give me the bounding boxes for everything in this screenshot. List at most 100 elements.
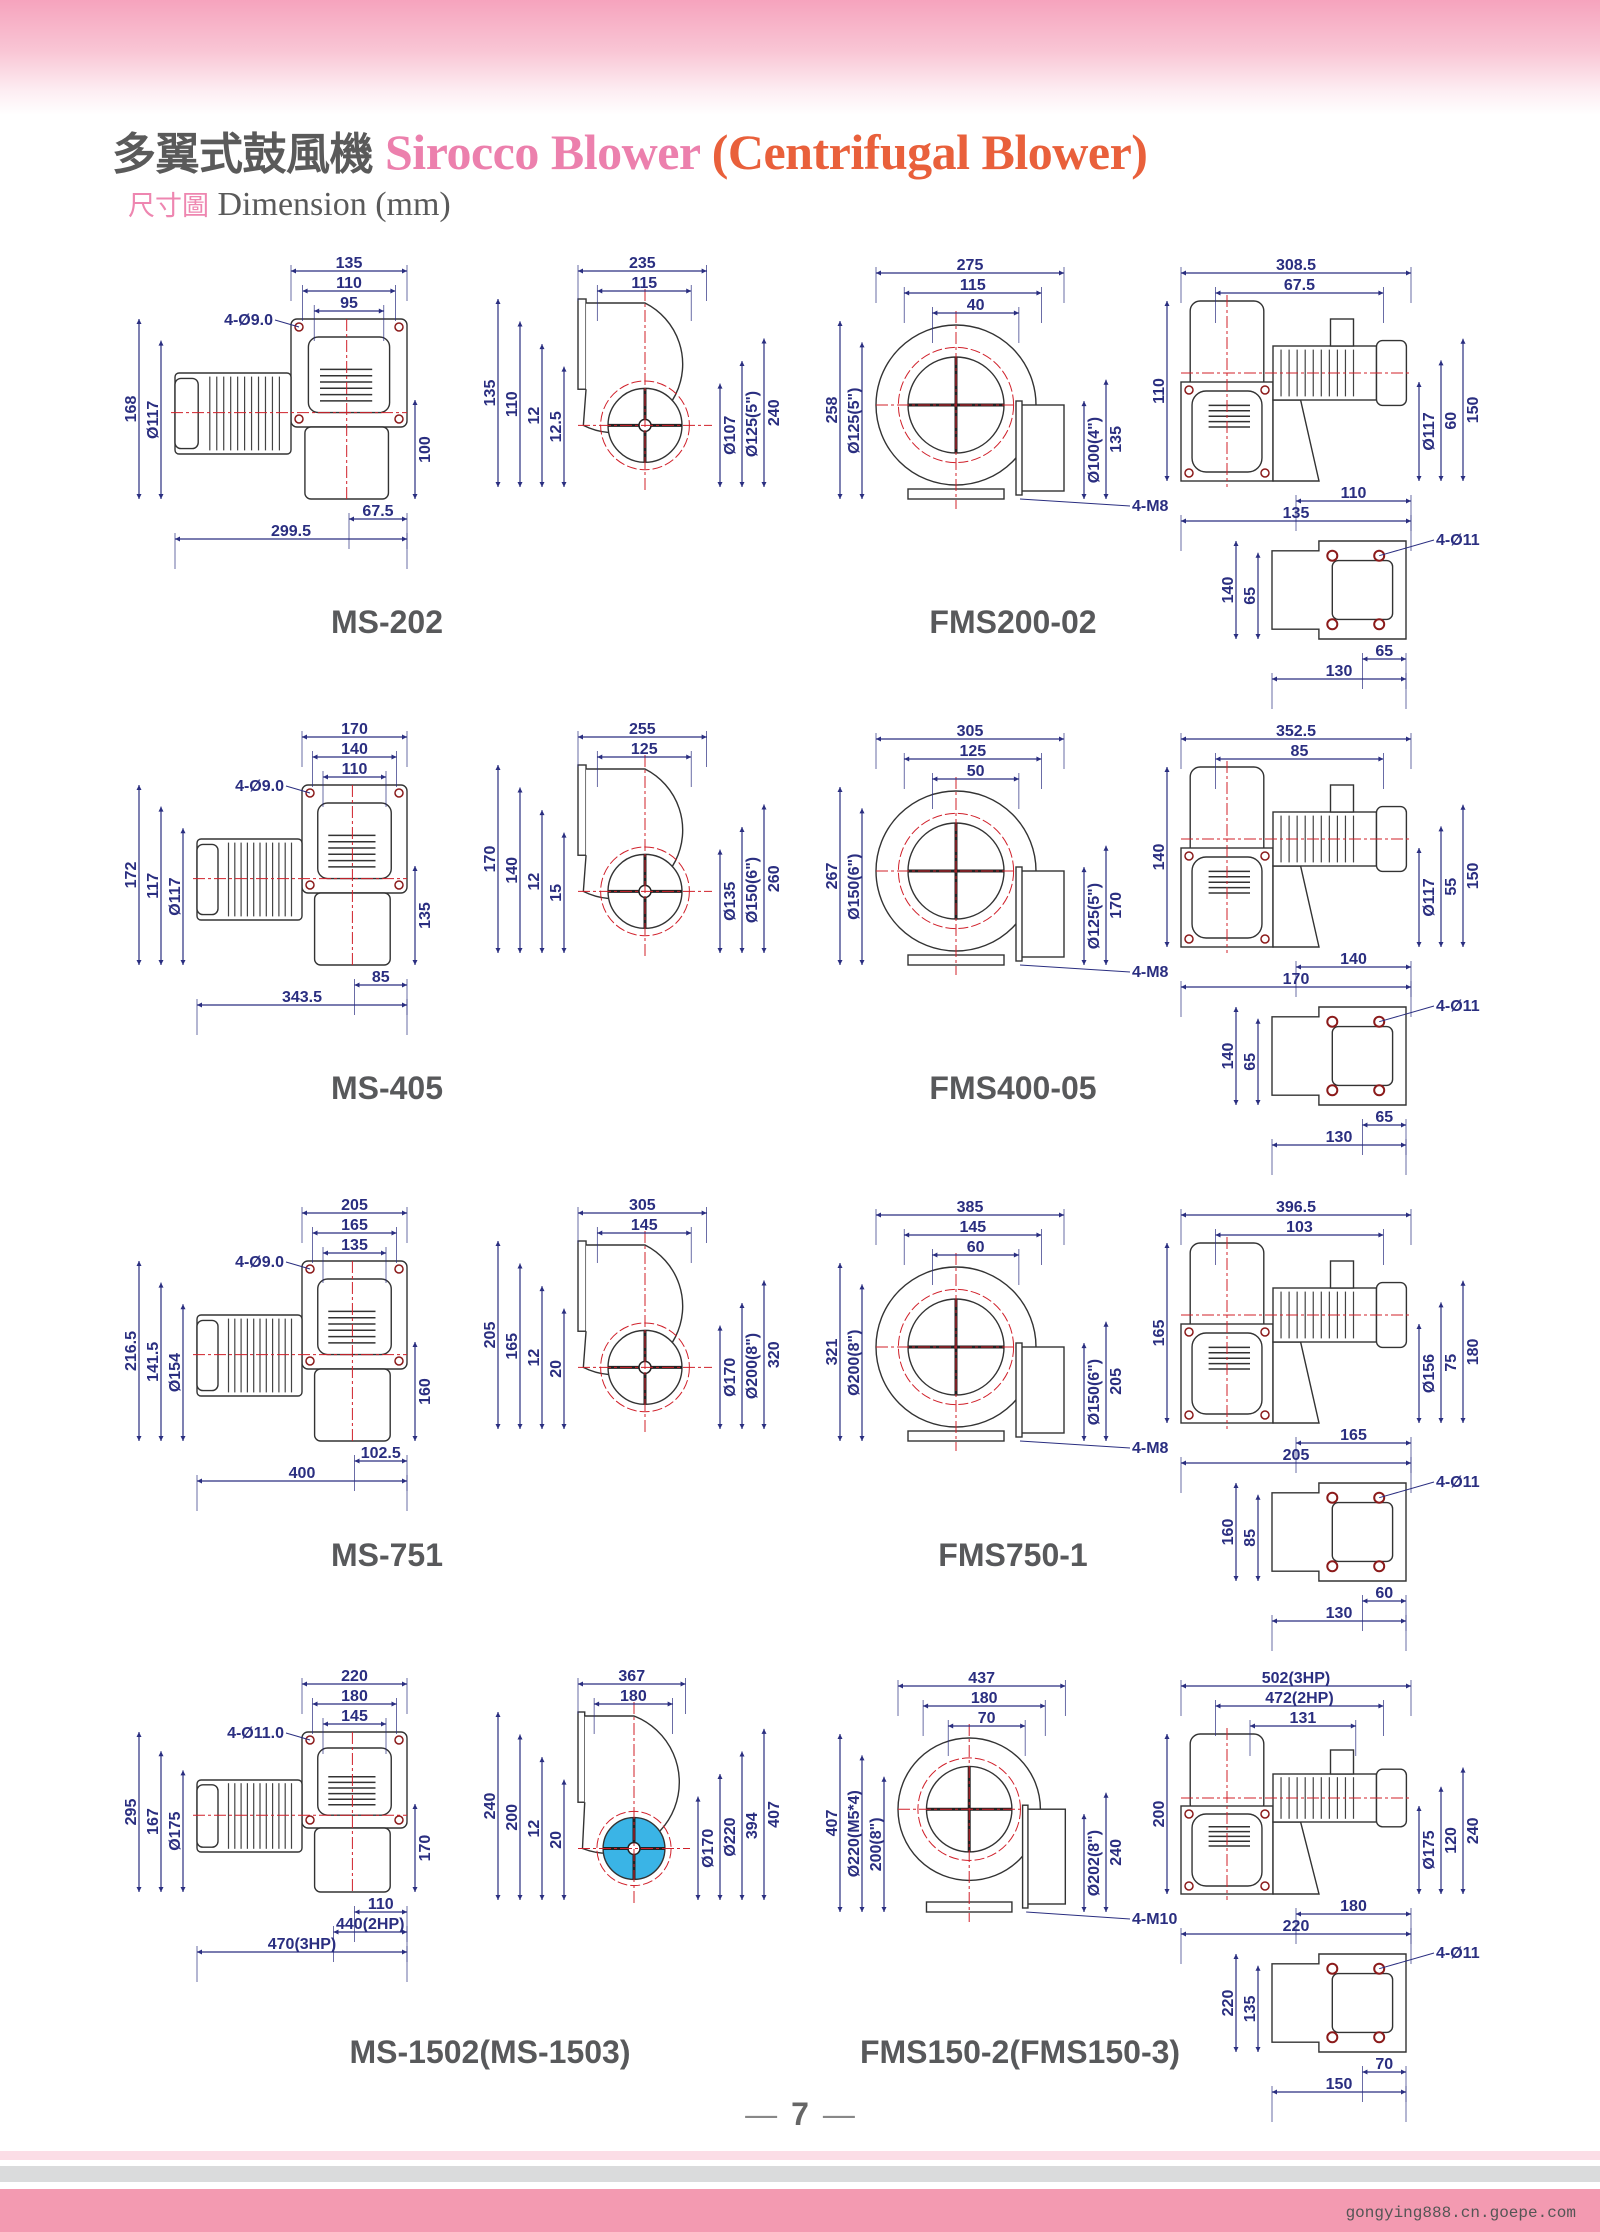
inlet-window <box>317 802 392 880</box>
dimension-arrow <box>837 960 843 965</box>
dimension-label: 12 <box>526 1820 543 1838</box>
dimension-label: 115 <box>960 277 986 294</box>
dimension-label: 321 <box>824 1339 841 1366</box>
dimension-arrow <box>1255 2047 1261 2052</box>
dimension-label: 135 <box>417 902 434 929</box>
dimension-arrow <box>1296 498 1301 504</box>
outlet-flange <box>577 764 587 856</box>
dimension-label: 102.5 <box>361 1445 401 1462</box>
dimension-arrow <box>1460 942 1466 947</box>
model-label: MS-405 <box>330 1070 444 1106</box>
dimension-label: 170 <box>341 721 368 738</box>
mounting-hole <box>1373 1491 1386 1504</box>
dimension-arrow <box>158 1436 164 1441</box>
hole-callout: 4-Ø11 <box>1436 532 1480 549</box>
dimension-arrow <box>412 960 418 965</box>
dimension-arrow <box>517 482 523 487</box>
page-number-value: 7 <box>791 2096 809 2132</box>
dimension-arrow <box>859 1755 865 1761</box>
bracket-window <box>1331 1025 1394 1087</box>
dimension-arrow <box>1103 1792 1109 1798</box>
dimension-arrow <box>1296 1911 1301 1917</box>
dimension-label: Ø154 <box>167 1353 184 1392</box>
dimension-arrow <box>1164 1418 1170 1423</box>
dimension-arrow <box>1460 804 1466 810</box>
dimension-arrow <box>1233 541 1239 546</box>
dimension-arrow <box>495 1712 501 1717</box>
dimension-arrow <box>667 1701 673 1707</box>
model-label: FMS750-1 <box>938 1537 1088 1573</box>
dimension-label: 240 <box>1108 1839 1125 1866</box>
dimension-arrow <box>1401 1598 1406 1604</box>
terminal-box <box>1329 784 1355 813</box>
dimension-arrow <box>597 1230 603 1236</box>
dimension-label: 120 <box>1443 1827 1460 1854</box>
dimension-label: 267 <box>824 863 841 890</box>
dimension-arrow <box>1401 2069 1406 2075</box>
callout-leader <box>1379 1481 1435 1499</box>
dimension-arrow <box>1036 756 1042 762</box>
dimension-arrow <box>1416 1806 1422 1811</box>
dimension-label: 145 <box>631 1217 658 1234</box>
mounting-hole <box>1326 1084 1339 1097</box>
dimension-arrow <box>1438 476 1444 481</box>
dimension-arrow <box>739 482 745 487</box>
mounting-hole <box>1184 1809 1194 1819</box>
dimension-arrow <box>701 1210 707 1216</box>
dimension-arrow <box>837 787 843 792</box>
dimension-arrow <box>1181 736 1186 742</box>
dimension-arrow <box>686 1230 692 1236</box>
dimension-label: Ø107 <box>722 416 739 455</box>
dimension-arrow <box>739 1303 745 1309</box>
dimension-arrow <box>412 1887 418 1892</box>
dimension-arrow <box>739 1895 745 1900</box>
outlet-flange <box>1015 866 1023 962</box>
dimension-arrow <box>517 948 523 953</box>
dimension-label: 70 <box>978 1710 996 1727</box>
outlet-duct <box>1019 404 1065 492</box>
dimension-arrow <box>859 342 865 348</box>
dimension-label: 140 <box>341 741 368 758</box>
dimension-label: 150 <box>1465 396 1482 423</box>
mounting-hole <box>394 1735 404 1745</box>
dimension-arrow <box>1401 2089 1406 2095</box>
dimension-label: 135 <box>1283 505 1310 522</box>
dimension-label: 20 <box>548 1831 565 1849</box>
bracket-window <box>1331 559 1394 621</box>
dimension-arrow <box>136 960 142 965</box>
dimension-arrow <box>904 290 910 296</box>
dimension-arrow <box>1416 382 1422 387</box>
dimension-label: 165 <box>1151 1320 1168 1347</box>
dimension-arrow <box>495 765 501 770</box>
dimension-arrow <box>701 268 707 274</box>
dimension-label: Ø175 <box>1421 1830 1438 1869</box>
mounting-hole <box>1373 1560 1386 1573</box>
dimension-label: 40 <box>967 297 985 314</box>
dimension-arrow <box>717 1424 723 1429</box>
dimension-arrow <box>314 308 320 314</box>
dimension-label: 172 <box>123 862 140 889</box>
dimension-label: 160 <box>417 1378 434 1405</box>
dimension-arrow <box>412 1342 418 1347</box>
dimension-arrow <box>686 288 692 294</box>
dimension-label: Ø220(M5*4) <box>846 1790 863 1877</box>
dimension-arrow <box>539 1895 545 1900</box>
dimension-arrow <box>881 1776 887 1782</box>
dimension-label: 352.5 <box>1276 723 1316 740</box>
outlet-flange <box>1015 400 1023 496</box>
dimension-label: 400 <box>289 1465 316 1482</box>
dimension-label: 85 <box>1242 1529 1259 1547</box>
dimension-arrow <box>412 866 418 871</box>
dimension-arrow <box>680 1681 686 1687</box>
dimension-label: 205 <box>1283 1447 1310 1464</box>
dimension-arrow <box>1406 270 1411 276</box>
dimension-label: Ø100(4") <box>1086 417 1103 483</box>
dimension-arrow <box>136 785 142 790</box>
dimension-arrow <box>1081 867 1087 873</box>
dimension-arrow <box>354 1458 360 1464</box>
dimension-arrow <box>837 494 843 499</box>
dimension-label: 70 <box>1375 2056 1393 2073</box>
